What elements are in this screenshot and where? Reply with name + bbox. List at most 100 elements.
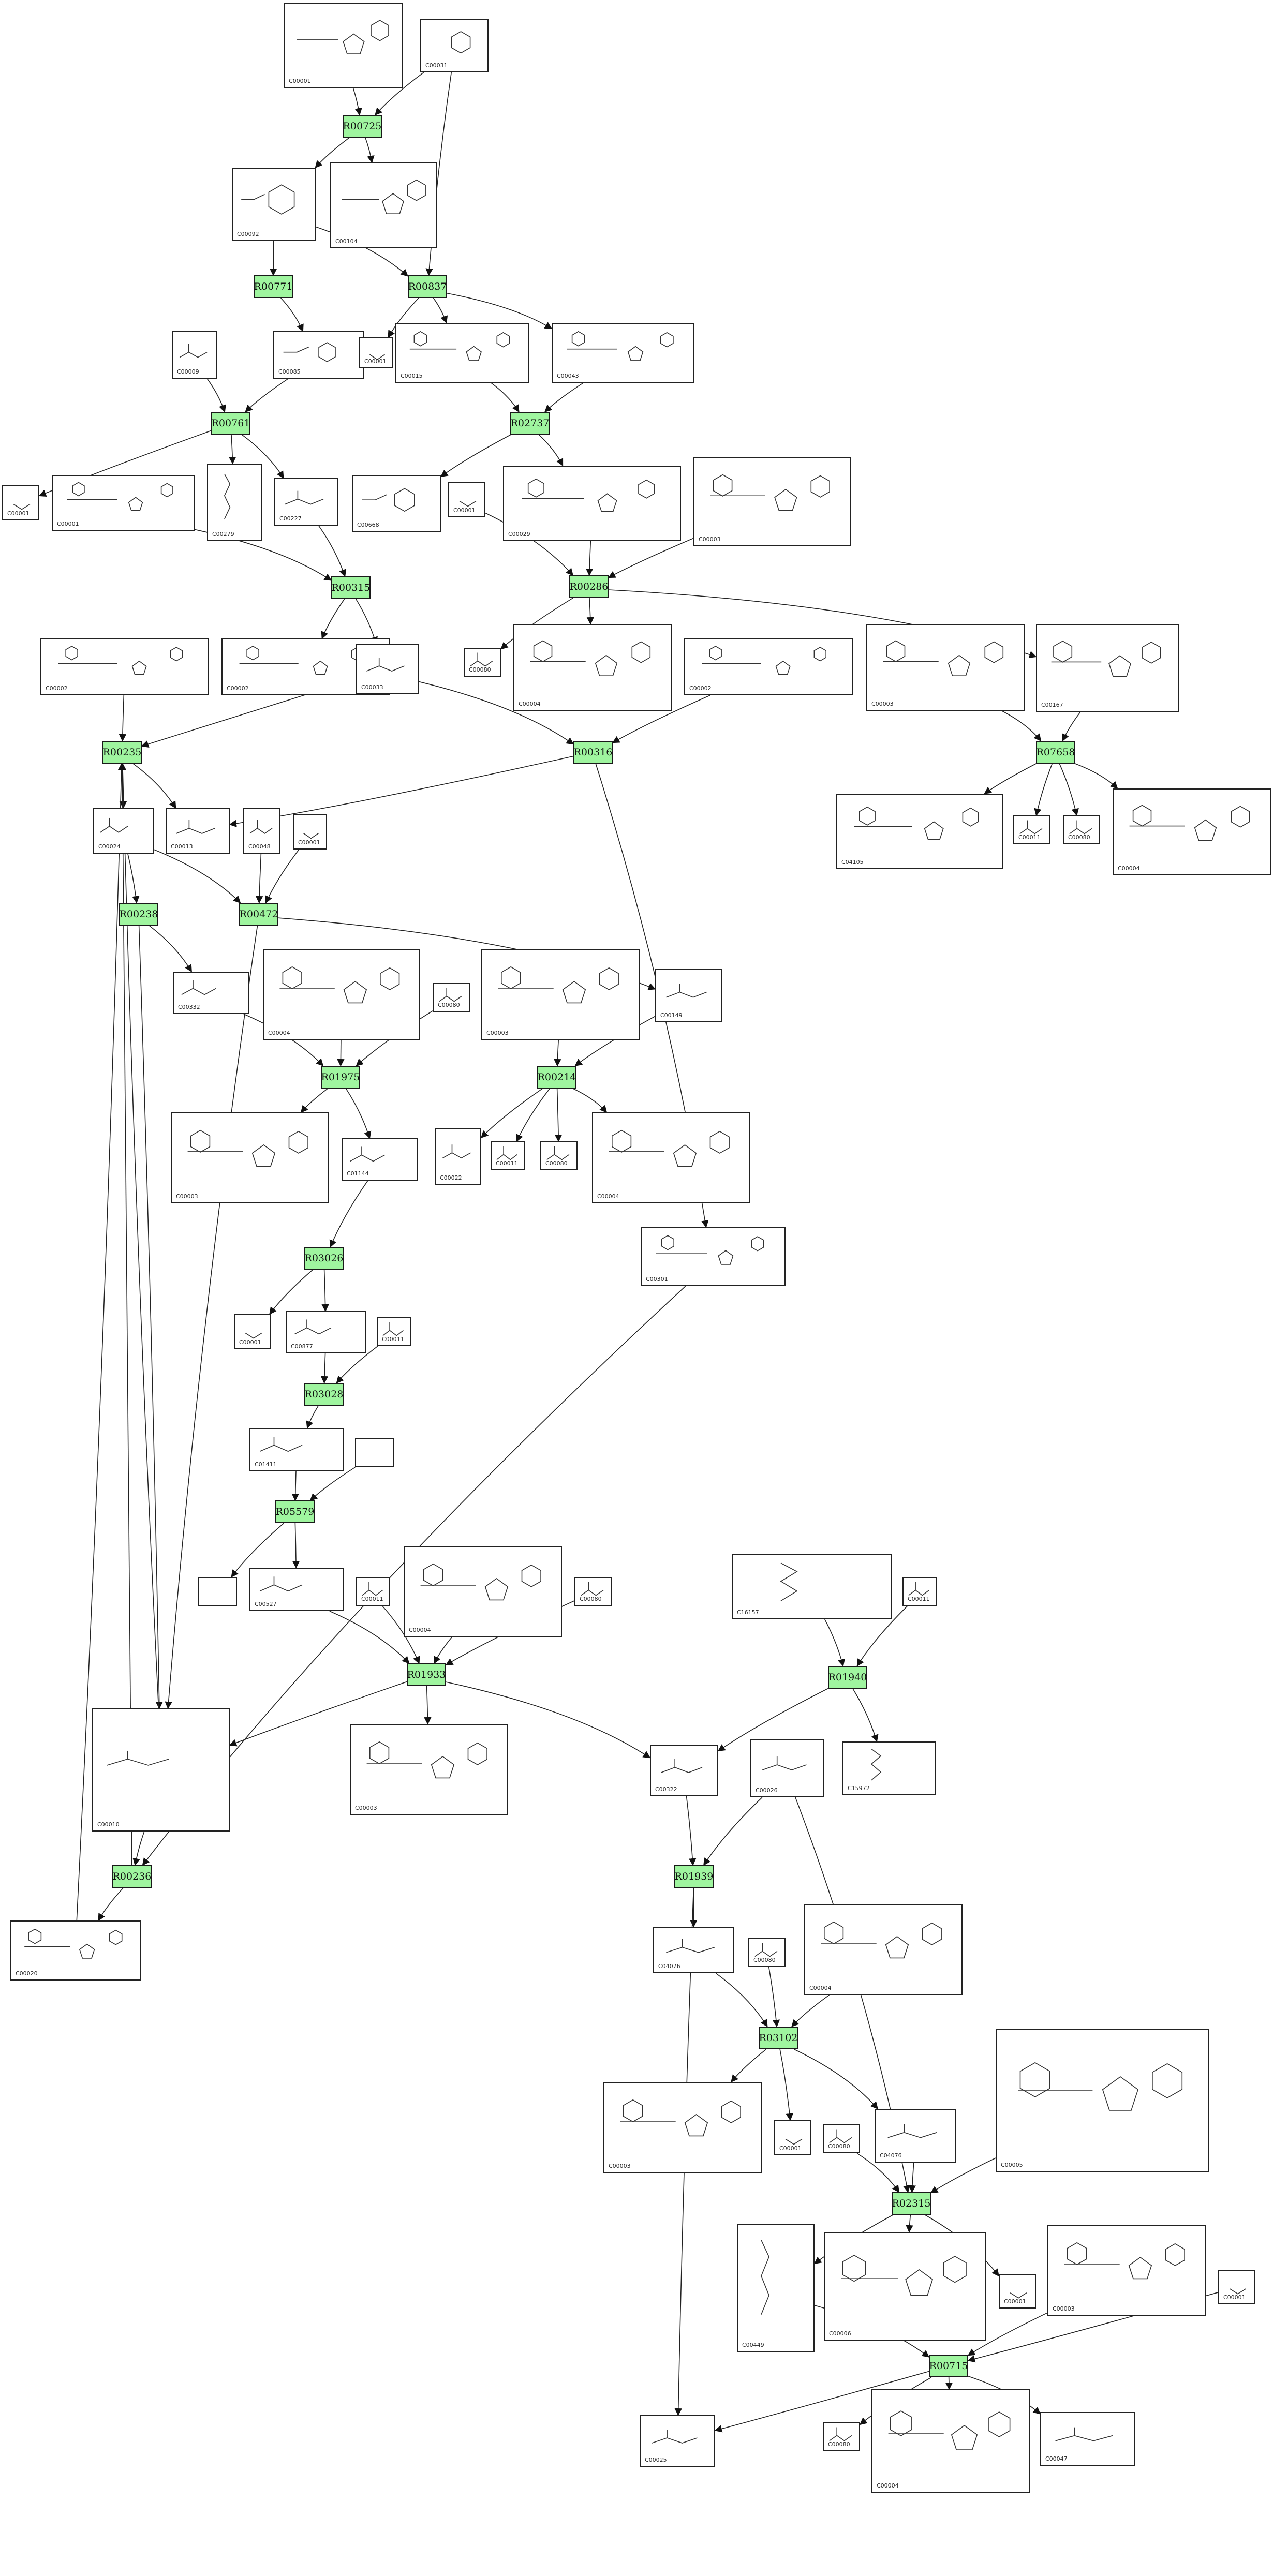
reaction-node-r02315[interactable]: R02315 [892, 2192, 931, 2215]
compound-node[interactable]: C00001 [2, 485, 39, 520]
compound-node[interactable]: C00002 [40, 638, 209, 695]
reaction-node-r00761[interactable]: R00761 [211, 412, 250, 435]
compound-node[interactable]: C00003 [350, 1724, 508, 1815]
compound-node[interactable]: C00080 [1063, 815, 1100, 844]
reaction-node-r00236[interactable]: R00236 [112, 1865, 152, 1888]
compound-node[interactable]: C00004 [592, 1112, 750, 1203]
compound-node[interactable]: C00022 [435, 1128, 481, 1185]
compound-node[interactable]: C00026 [750, 1739, 824, 1797]
compound-node[interactable]: C00301 [641, 1227, 786, 1286]
compound-node[interactable]: C00013 [166, 808, 230, 854]
compound-node[interactable]: C00004 [1113, 788, 1271, 875]
reaction-node-r00771[interactable]: R00771 [254, 275, 293, 298]
reaction-node-r00316[interactable]: R00316 [573, 741, 613, 764]
compound-node[interactable]: C00080 [823, 2422, 860, 2451]
compound-node[interactable]: C00527 [249, 1568, 344, 1611]
reaction-node-r00315[interactable]: R00315 [331, 576, 371, 599]
compound-node[interactable]: C00001 [999, 2274, 1036, 2309]
compound-node[interactable]: C00080 [748, 1938, 786, 1967]
compound-node[interactable]: C00001 [359, 337, 393, 368]
compound-node[interactable]: C00332 [173, 972, 249, 1014]
compound-node[interactable]: C00011 [1013, 815, 1050, 844]
compound-node[interactable]: C00043 [552, 323, 694, 383]
compound-node[interactable]: C00001 [774, 2120, 811, 2155]
compound-node[interactable]: C00011 [491, 1141, 525, 1170]
reaction-node-r03102[interactable]: R03102 [759, 2027, 798, 2049]
compound-node[interactable]: C00080 [574, 1577, 612, 1606]
compound-node[interactable]: C00003 [1047, 2225, 1206, 2316]
reaction-node-r03026[interactable]: R03026 [304, 1247, 344, 1270]
compound-node[interactable]: C00668 [352, 475, 441, 532]
compound-node[interactable]: C00011 [902, 1577, 937, 1606]
compound-node[interactable]: C01144 [342, 1138, 418, 1181]
compound-node[interactable]: C00020 [10, 1920, 141, 1981]
compound-node[interactable]: C00001 [448, 482, 485, 517]
reaction-node-r00472[interactable]: R00472 [239, 903, 278, 926]
reaction-node-r07658[interactable]: R07658 [1036, 741, 1075, 764]
compound-node[interactable]: C00029 [503, 466, 681, 541]
compound-node[interactable]: C04105 [836, 794, 1003, 869]
reaction-node-r01940[interactable]: R01940 [828, 1666, 867, 1689]
compound-node[interactable]: C00015 [395, 323, 529, 383]
reaction-node-r02737[interactable]: R02737 [510, 412, 550, 435]
compound-node[interactable]: C00002 [684, 638, 853, 695]
compound-node[interactable]: C00001 [1218, 2270, 1255, 2304]
compound-node[interactable]: C04076 [653, 1927, 734, 1973]
compound-node[interactable]: C00001 [52, 475, 195, 531]
compound-node[interactable]: C00085 [273, 331, 364, 379]
compound-node[interactable] [355, 1438, 394, 1467]
compound-node[interactable]: C15972 [842, 1741, 936, 1795]
compound-node[interactable]: C00010 [92, 1708, 230, 1832]
compound-node[interactable]: C00149 [655, 969, 722, 1022]
compound-node[interactable]: C00322 [650, 1745, 718, 1796]
compound-node[interactable]: C00449 [737, 2224, 815, 2352]
compound-node[interactable]: C00003 [603, 2082, 762, 2173]
reaction-node-r00286[interactable]: R00286 [569, 575, 609, 598]
compound-node[interactable]: C00006 [824, 2232, 986, 2341]
compound-node[interactable]: C00047 [1040, 2412, 1135, 2466]
compound-node[interactable] [198, 1577, 237, 1606]
compound-node[interactable]: C00001 [284, 3, 403, 88]
compound-node[interactable]: C00024 [93, 808, 154, 854]
reaction-node-r01933[interactable]: R01933 [407, 1663, 446, 1686]
compound-node[interactable]: C16157 [732, 1554, 892, 1619]
compound-node[interactable]: C00005 [996, 2029, 1209, 2172]
compound-node[interactable]: C00004 [263, 949, 420, 1040]
compound-node[interactable]: C00011 [377, 1317, 411, 1346]
compound-node[interactable]: C00001 [293, 814, 327, 850]
compound-node[interactable]: C00033 [356, 644, 419, 694]
reaction-node-r01975[interactable]: R01975 [321, 1066, 360, 1089]
compound-node[interactable]: C00877 [286, 1311, 366, 1353]
compound-node[interactable]: C00004 [804, 1904, 963, 1995]
compound-node[interactable]: C00003 [693, 457, 851, 546]
compound-node[interactable]: C01411 [249, 1428, 344, 1471]
reaction-node-r00235[interactable]: R00235 [102, 741, 142, 764]
compound-node[interactable]: C00003 [171, 1112, 329, 1203]
compound-node[interactable]: C00080 [464, 648, 501, 677]
reaction-node-r05579[interactable]: R05579 [275, 1500, 315, 1523]
compound-node[interactable]: C00227 [274, 478, 338, 526]
compound-node[interactable]: C00001 [234, 1314, 271, 1349]
compound-node[interactable]: C00025 [640, 2415, 715, 2467]
compound-node[interactable]: C00011 [356, 1577, 390, 1606]
reaction-node-r00238[interactable]: R00238 [119, 903, 158, 926]
compound-node[interactable]: C00004 [513, 624, 672, 711]
compound-node[interactable]: C00092 [232, 168, 316, 241]
reaction-node-r00214[interactable]: R00214 [537, 1066, 576, 1089]
reaction-node-r03028[interactable]: R03028 [304, 1383, 344, 1406]
compound-node[interactable]: C00004 [404, 1546, 562, 1637]
compound-node[interactable]: C04076 [875, 2109, 956, 2163]
reaction-node-r00715[interactable]: R00715 [929, 2355, 968, 2377]
compound-node[interactable]: C00031 [420, 19, 489, 72]
compound-node[interactable]: C00080 [823, 2124, 860, 2153]
compound-node[interactable]: C00048 [243, 808, 280, 854]
compound-node[interactable]: C00104 [330, 162, 437, 248]
compound-node[interactable]: C00004 [871, 2389, 1030, 2493]
compound-node[interactable]: C00080 [540, 1141, 578, 1170]
compound-node[interactable]: C00167 [1036, 624, 1179, 712]
reaction-node-r00837[interactable]: R00837 [408, 275, 447, 298]
reaction-node-r01939[interactable]: R01939 [674, 1865, 714, 1888]
compound-node[interactable]: C00080 [433, 983, 470, 1012]
compound-node[interactable]: C00279 [207, 464, 262, 541]
compound-node[interactable]: C00003 [481, 949, 640, 1040]
